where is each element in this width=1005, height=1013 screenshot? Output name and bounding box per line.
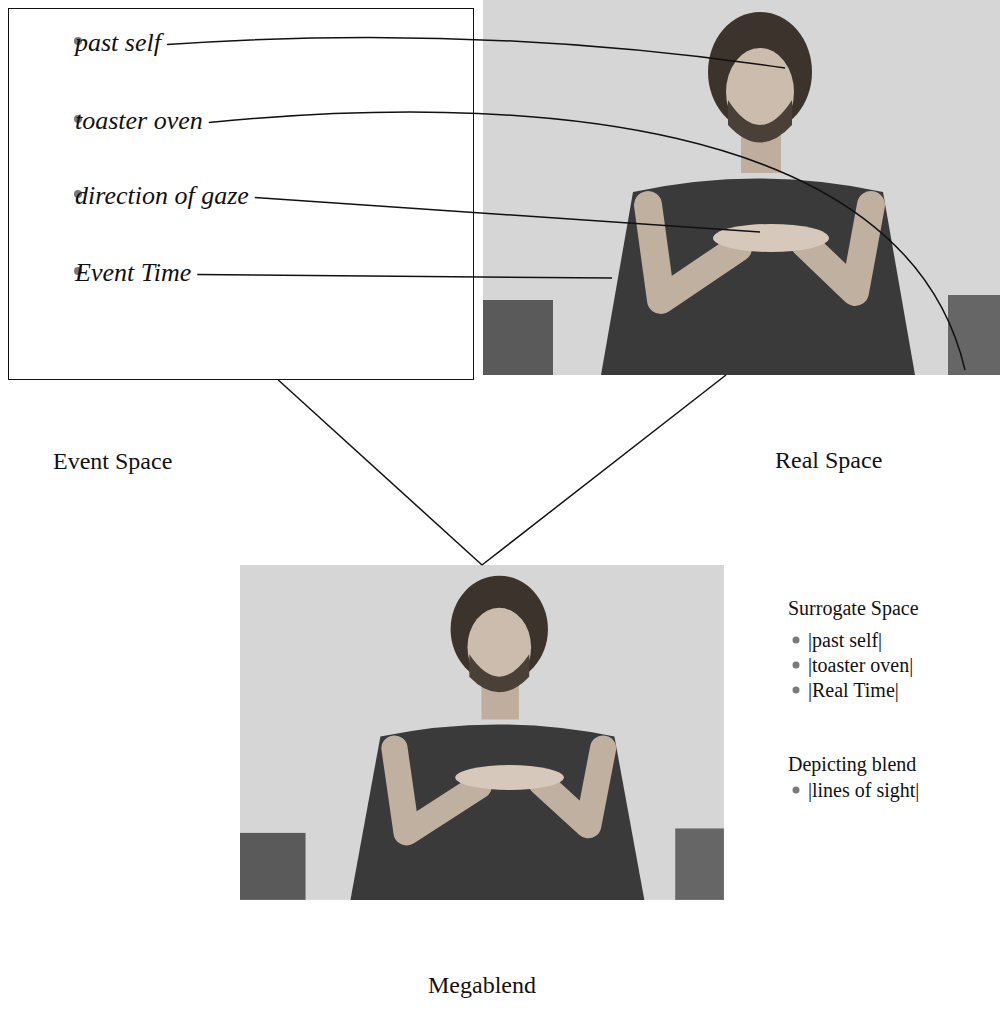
space-name: Real Space [775,446,882,475]
blend-element: |lines of sight| [808,778,919,802]
leader-lines [167,37,965,370]
bullet-dots [74,37,800,794]
megablend-photo [240,565,724,900]
space-name: Event Space [53,447,172,476]
blend-element: |past self| [808,628,882,652]
leader-line [209,112,965,370]
blend-connector [482,375,726,565]
space-element: toaster oven [75,105,203,136]
space-heading: Depicting blend [788,752,916,776]
space-element: past self [75,27,161,58]
leader-line [167,37,785,68]
real-space-photo [483,0,1000,375]
space-heading: Surrogate Space [788,596,919,620]
event-space-box: past self toaster oven direction of gazeEv… [8,8,474,380]
blend-element: |toaster oven| [808,653,913,677]
megablend-photo: Megablend [240,565,724,900]
space-name: Megablend [428,971,536,1000]
space-element: Event Time [75,257,191,288]
leader-line [197,275,612,278]
leader-line [255,198,760,232]
blend-connector [278,380,482,565]
real-space-photo: Real Space [483,0,1000,375]
space-element: direction of gaze [75,180,249,211]
blend-element: |Real Time| [808,678,899,702]
